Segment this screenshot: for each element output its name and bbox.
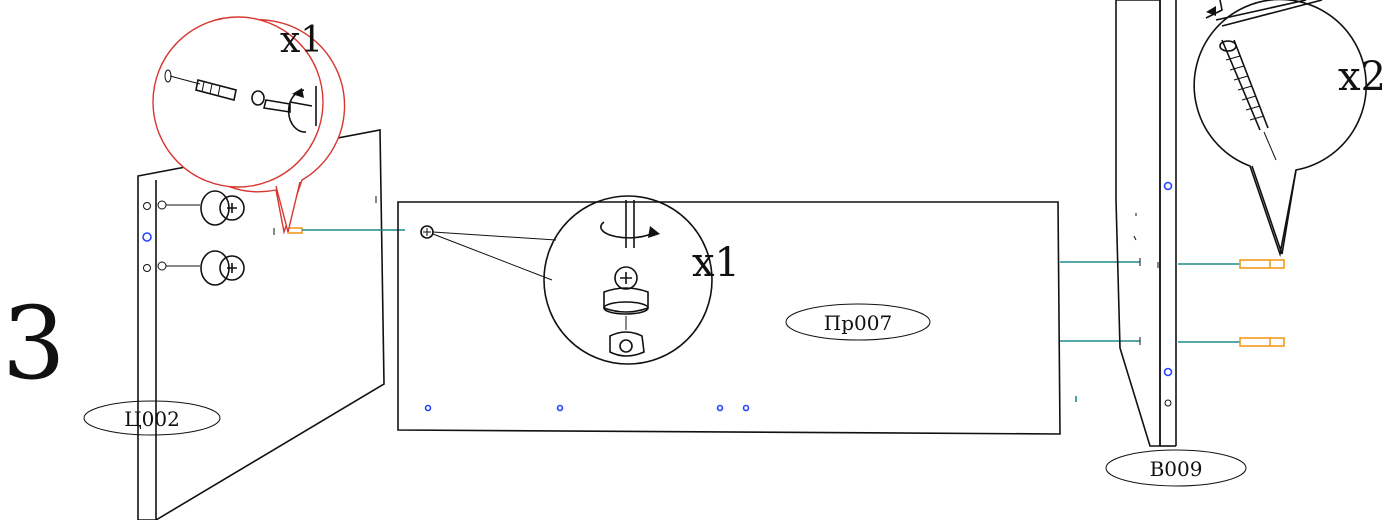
dowel-quantity: x2 [1338,54,1386,100]
cam-screw-icon [164,69,313,113]
cam-lock-icon [157,250,245,286]
hex-key-icon [1205,0,1323,27]
dowel-screw-icon [1219,39,1277,161]
cam-lock-icon [157,190,245,226]
part-label-middle: Пр007 [824,311,892,335]
part-label-left: Ц002 [124,407,180,431]
step-number: 3 [2,285,66,402]
screw-detail-magnifier [152,16,346,235]
dowel-detail-magnifier [1193,0,1367,258]
cam-screw-quantity: x1 [280,20,323,61]
left-panel [137,129,385,520]
rotate-arrow-icon [287,86,317,133]
middle-panel [397,201,1061,435]
cam-lock-icon [603,266,649,357]
cam-lock-quantity: x1 [692,240,740,286]
right-panel [1115,0,1177,447]
dowel-icon [1239,337,1285,347]
cam-lock-detail-magnifier [543,195,713,365]
dowel-icon [1239,259,1285,269]
part-label-right: В009 [1150,457,1203,481]
screwdriver-icon [600,200,660,248]
